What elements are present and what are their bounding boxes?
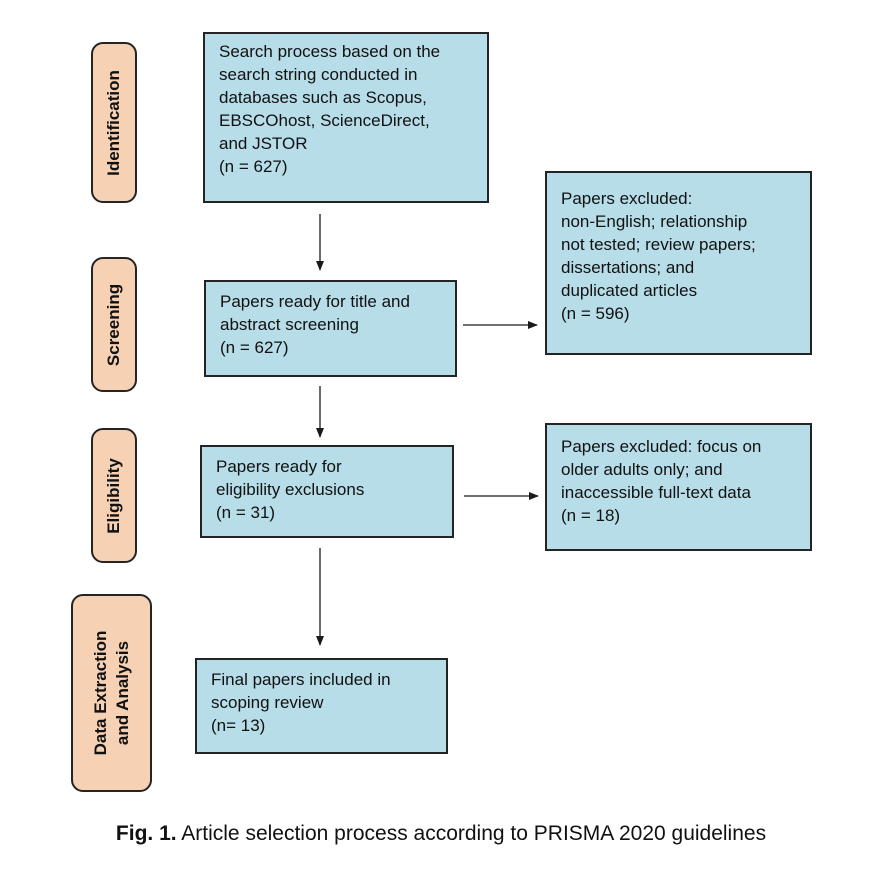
box-line: (n = 596) xyxy=(561,304,630,323)
excluded-screening-box: Papers excluded: non-English; relationsh… xyxy=(545,171,812,355)
box-line: scoping review xyxy=(211,693,324,712)
box-line: dissertations; and xyxy=(561,258,695,277)
box-line: non-English; relationship xyxy=(561,212,748,231)
box-line: not tested; review papers; xyxy=(561,235,756,254)
excluded-eligibility-box: Papers excluded: focus on older adults o… xyxy=(545,423,812,551)
box-line: search string conducted in xyxy=(219,65,418,84)
box-line: (n = 627) xyxy=(220,338,289,357)
stage-data-extraction: Data Extraction and Analysis xyxy=(71,594,152,792)
box-line: duplicated articles xyxy=(561,281,698,300)
figure-caption-text: Article selection process according to P… xyxy=(176,822,767,845)
box-line: EBSCOhost, ScienceDirect, xyxy=(219,111,430,130)
box-line: abstract screening xyxy=(220,315,359,334)
box-line: and JSTOR xyxy=(219,134,308,153)
eligibility-box: Papers ready for eligibility exclusions … xyxy=(200,445,454,538)
box-line: (n = 18) xyxy=(561,506,621,525)
box-line: (n = 31) xyxy=(216,503,276,522)
final-papers-box: Final papers included in scoping review … xyxy=(195,658,448,754)
box-line: Search process based on the xyxy=(219,42,441,61)
box-line: Papers excluded: focus on xyxy=(561,437,762,456)
search-process-box: Search process based on the search strin… xyxy=(203,32,489,203)
box-line: Papers excluded: xyxy=(561,189,693,208)
box-line: Final papers included in xyxy=(211,670,391,689)
stage-identification: Identification xyxy=(91,42,137,203)
stage-eligibility: Eligibility xyxy=(91,428,137,563)
box-line: older adults only; and xyxy=(561,460,723,479)
box-line: Papers ready for xyxy=(216,457,342,476)
stage-screening: Screening xyxy=(91,257,137,392)
box-line: (n= 13) xyxy=(211,716,266,735)
box-line: Papers ready for title and xyxy=(220,292,410,311)
box-line: inaccessible full-text data xyxy=(561,483,751,502)
figure-label: Fig. 1. xyxy=(115,822,177,845)
screening-box: Papers ready for title and abstract scre… xyxy=(204,280,457,377)
box-line: eligibility exclusions xyxy=(216,480,365,499)
box-line: (n = 627) xyxy=(219,157,288,176)
box-line: databases such as Scopus, xyxy=(219,88,427,107)
figure-caption: Fig. 1. Article selection process accord… xyxy=(0,822,882,846)
